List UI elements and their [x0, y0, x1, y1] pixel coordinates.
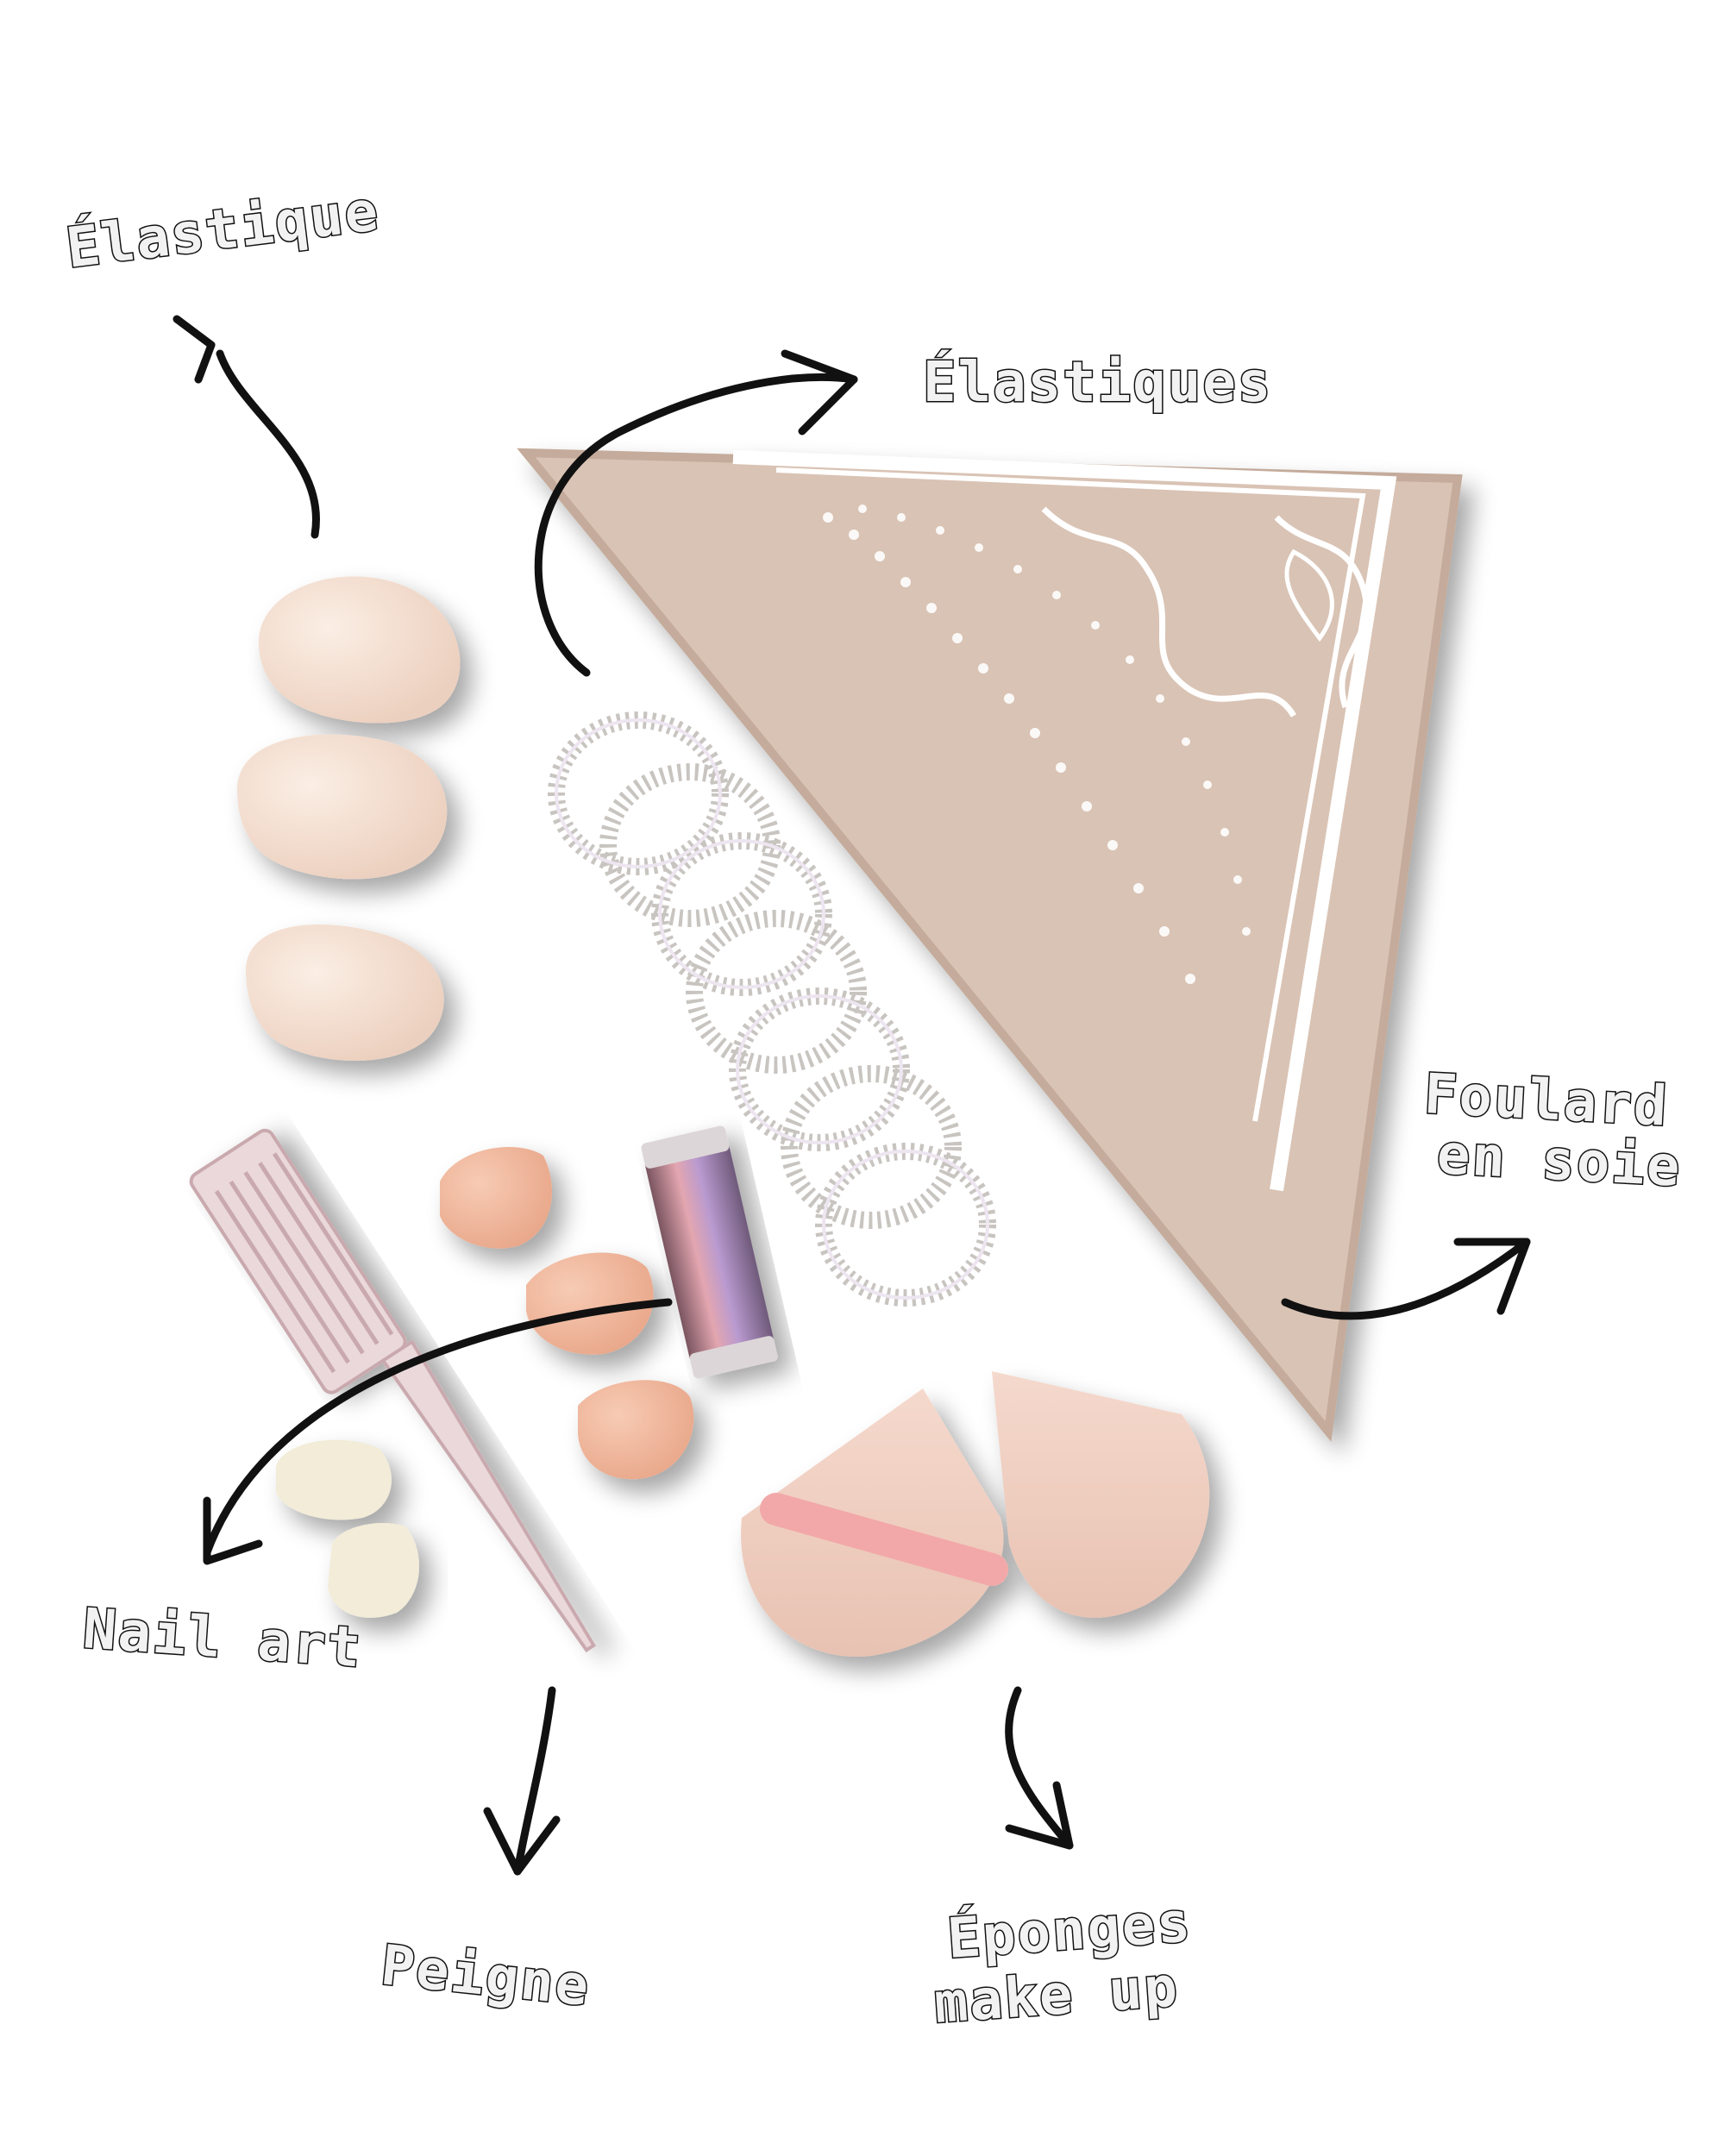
arrow-foulard — [1281, 1238, 1531, 1320]
label-elastique: Élastique — [63, 178, 383, 281]
nail-art-sponges — [276, 1439, 420, 1618]
arrow-foulard-head — [1453, 1238, 1531, 1315]
label-peigne: Peigne — [378, 1934, 593, 2019]
arrow-elastiques-head — [781, 349, 858, 436]
label-nail-art: Nail art — [81, 1597, 365, 1680]
nail-art-tube — [641, 1125, 778, 1379]
arrow-elastiques — [534, 373, 858, 677]
arrow-eponges — [1005, 1686, 1074, 1850]
arrow-peigne-head — [483, 1807, 561, 1876]
arrow-nail-art-head — [203, 1496, 263, 1565]
arrow-eponges-head — [1005, 1781, 1074, 1850]
silk-scarf — [517, 448, 1463, 1443]
hair-comb — [189, 1128, 597, 1653]
arrow-elastique-head — [172, 315, 216, 384]
mini-makeup-sponges — [440, 1147, 694, 1480]
spiral-hair-ties-highlight — [555, 718, 989, 1300]
beauty-blender-sponge — [237, 576, 461, 1061]
label-foulard-line2: en soie — [1435, 1123, 1683, 1200]
arrow-nail-art — [203, 1298, 673, 1557]
arrow-peigne — [513, 1686, 556, 1876]
label-foulard-line1: Foulard — [1422, 1062, 1670, 1139]
powder-puffs — [741, 1371, 1210, 1657]
label-elastiques: Élastiques — [923, 349, 1272, 415]
arrow-elastique — [216, 349, 320, 539]
